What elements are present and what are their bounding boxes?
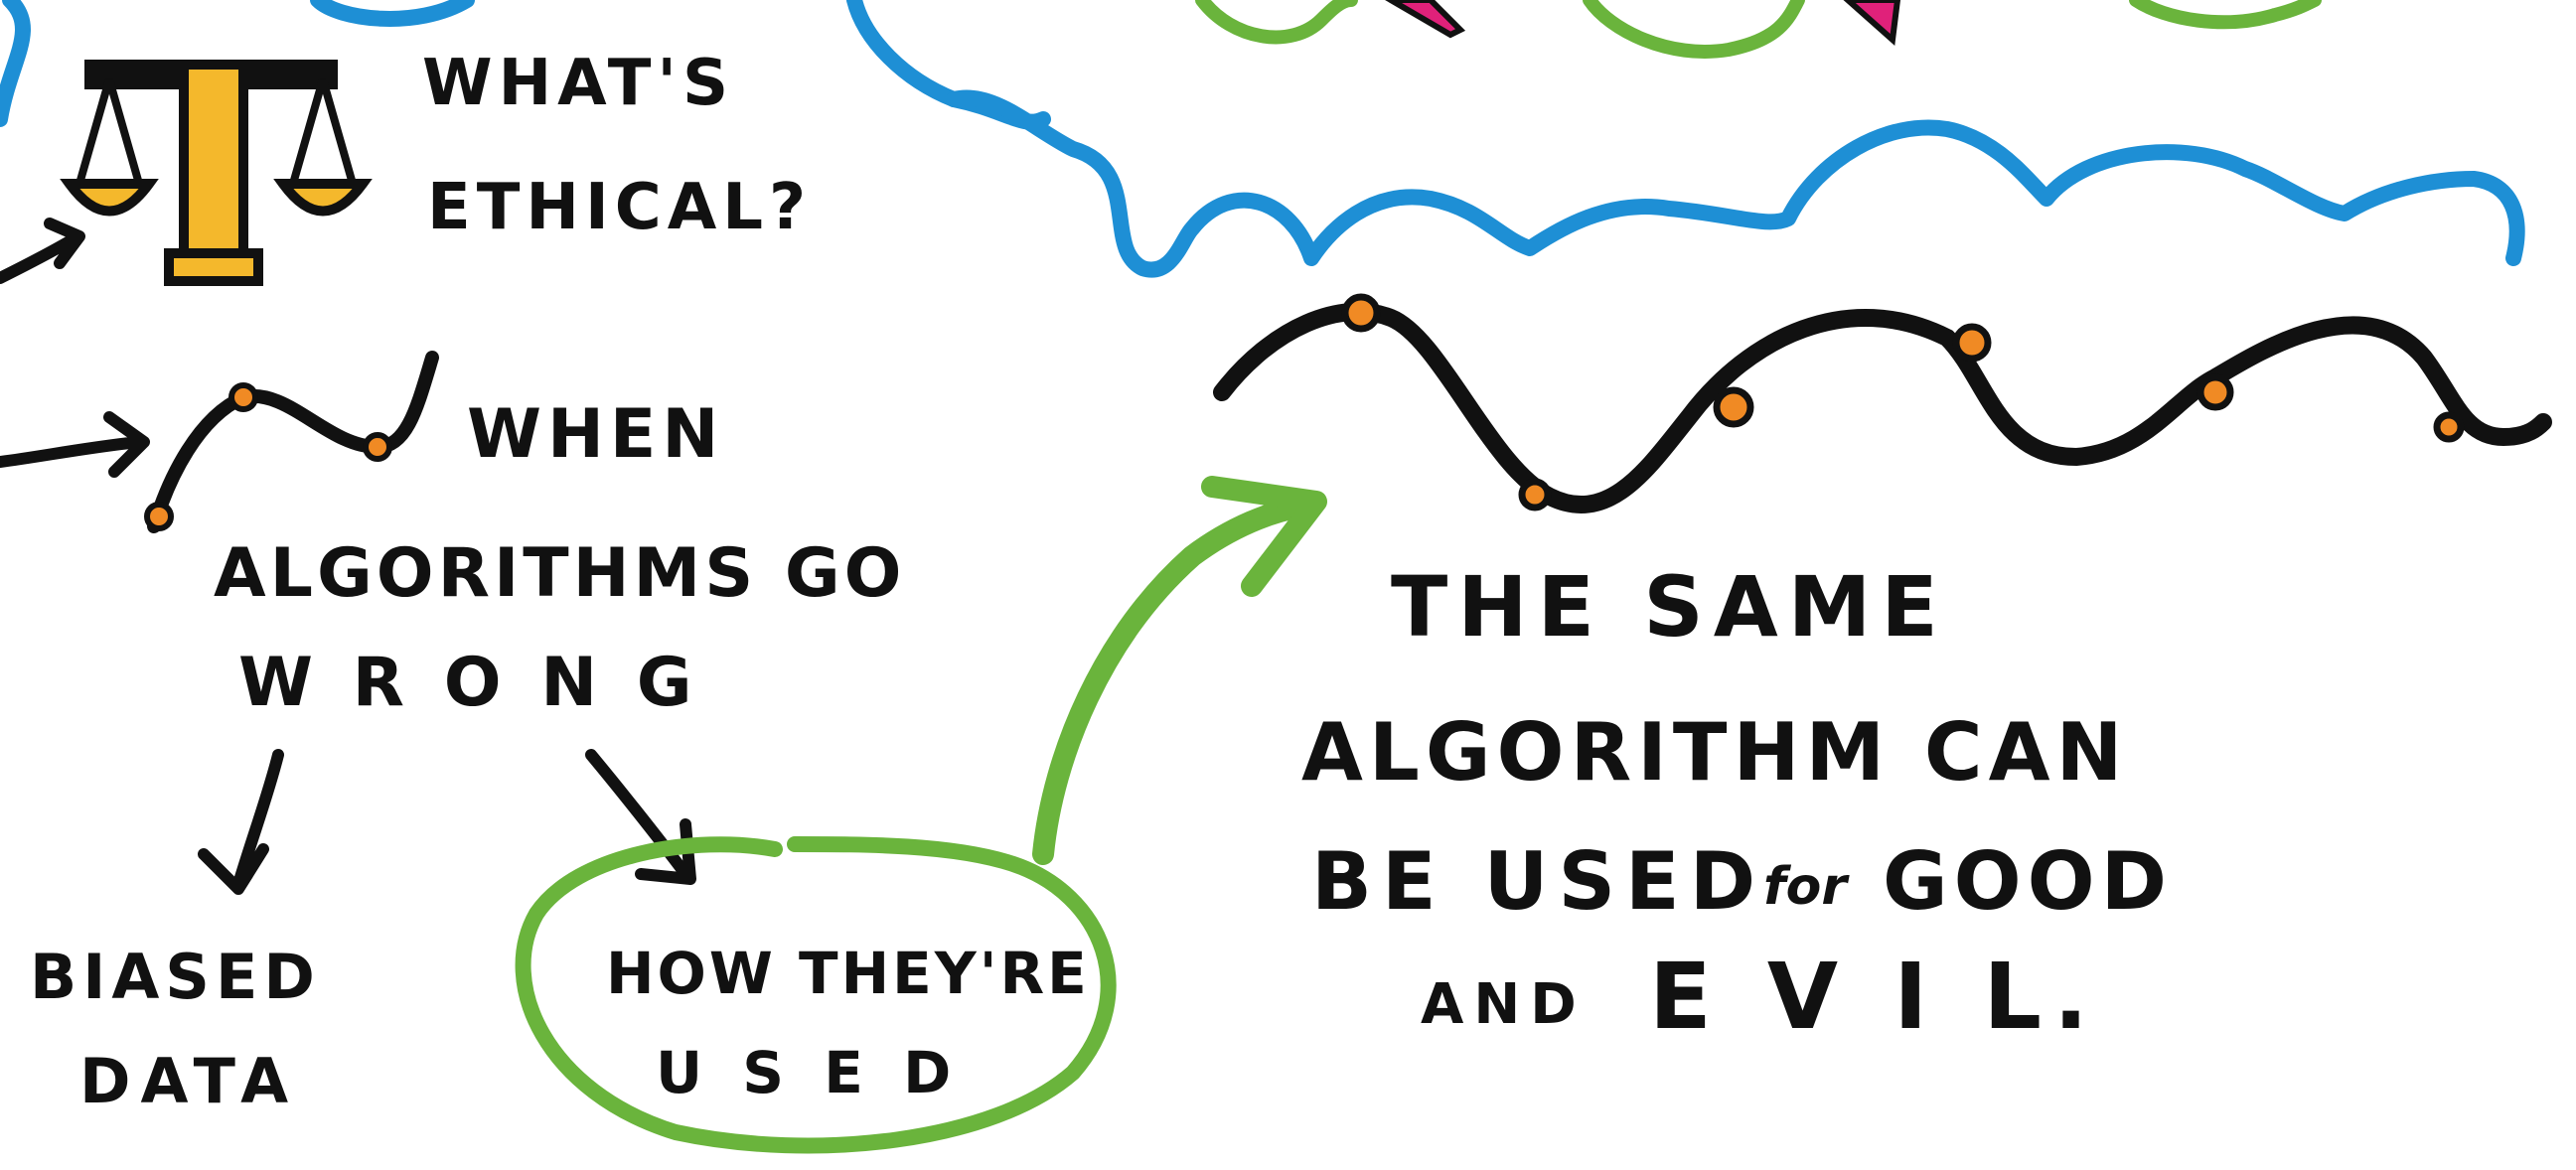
green-shape-top-3 (2129, 0, 2322, 30)
ethics-line-1: WHAT'S (422, 47, 734, 120)
ethics-line-2: ETHICAL? (427, 171, 812, 244)
arrow-to-biased (198, 749, 284, 895)
balance-scale-icon (60, 60, 373, 286)
pink-shape-top-2 (1843, 0, 1901, 47)
green-arrow-head (1201, 476, 1327, 597)
same-line-3b: for (1763, 857, 1850, 917)
green-arrow (1032, 496, 1312, 865)
wavy-line-icon (144, 351, 439, 533)
pink-shape-top-1 (1385, 0, 1466, 39)
used-line-1: HOW THEY'RE (606, 940, 1090, 1007)
same-line-1: THE SAME (1391, 558, 1948, 656)
same-line-2: ALGORITHM CAN (1301, 706, 2129, 799)
same-line-4b: E V I L. (1649, 944, 2100, 1050)
same-line-3a: BE USED (1311, 835, 1765, 928)
green-circle (515, 836, 1117, 1154)
wrong-line-2: ALGORITHMS GO (214, 534, 905, 613)
used-line-2: U S E D (656, 1039, 961, 1106)
biased-line-2: DATA (79, 1045, 298, 1117)
arrow-to-ethics (0, 218, 85, 284)
arrow-to-wrong (0, 411, 150, 478)
same-line-3c: GOOD (1883, 835, 2173, 928)
cloud-outline-left (0, 0, 31, 127)
biased-line-1: BIASED (30, 941, 321, 1013)
wrong-line-3: W R O N G (238, 644, 700, 722)
big-wave-icon (1213, 293, 2552, 513)
same-line-4a: AND (1421, 972, 1587, 1037)
wrong-line-1: WHEN (467, 395, 724, 474)
green-shape-top-1 (1195, 0, 1358, 45)
green-shape-top-2 (1583, 0, 1805, 59)
cloud-outline-scallops (946, 89, 2525, 278)
